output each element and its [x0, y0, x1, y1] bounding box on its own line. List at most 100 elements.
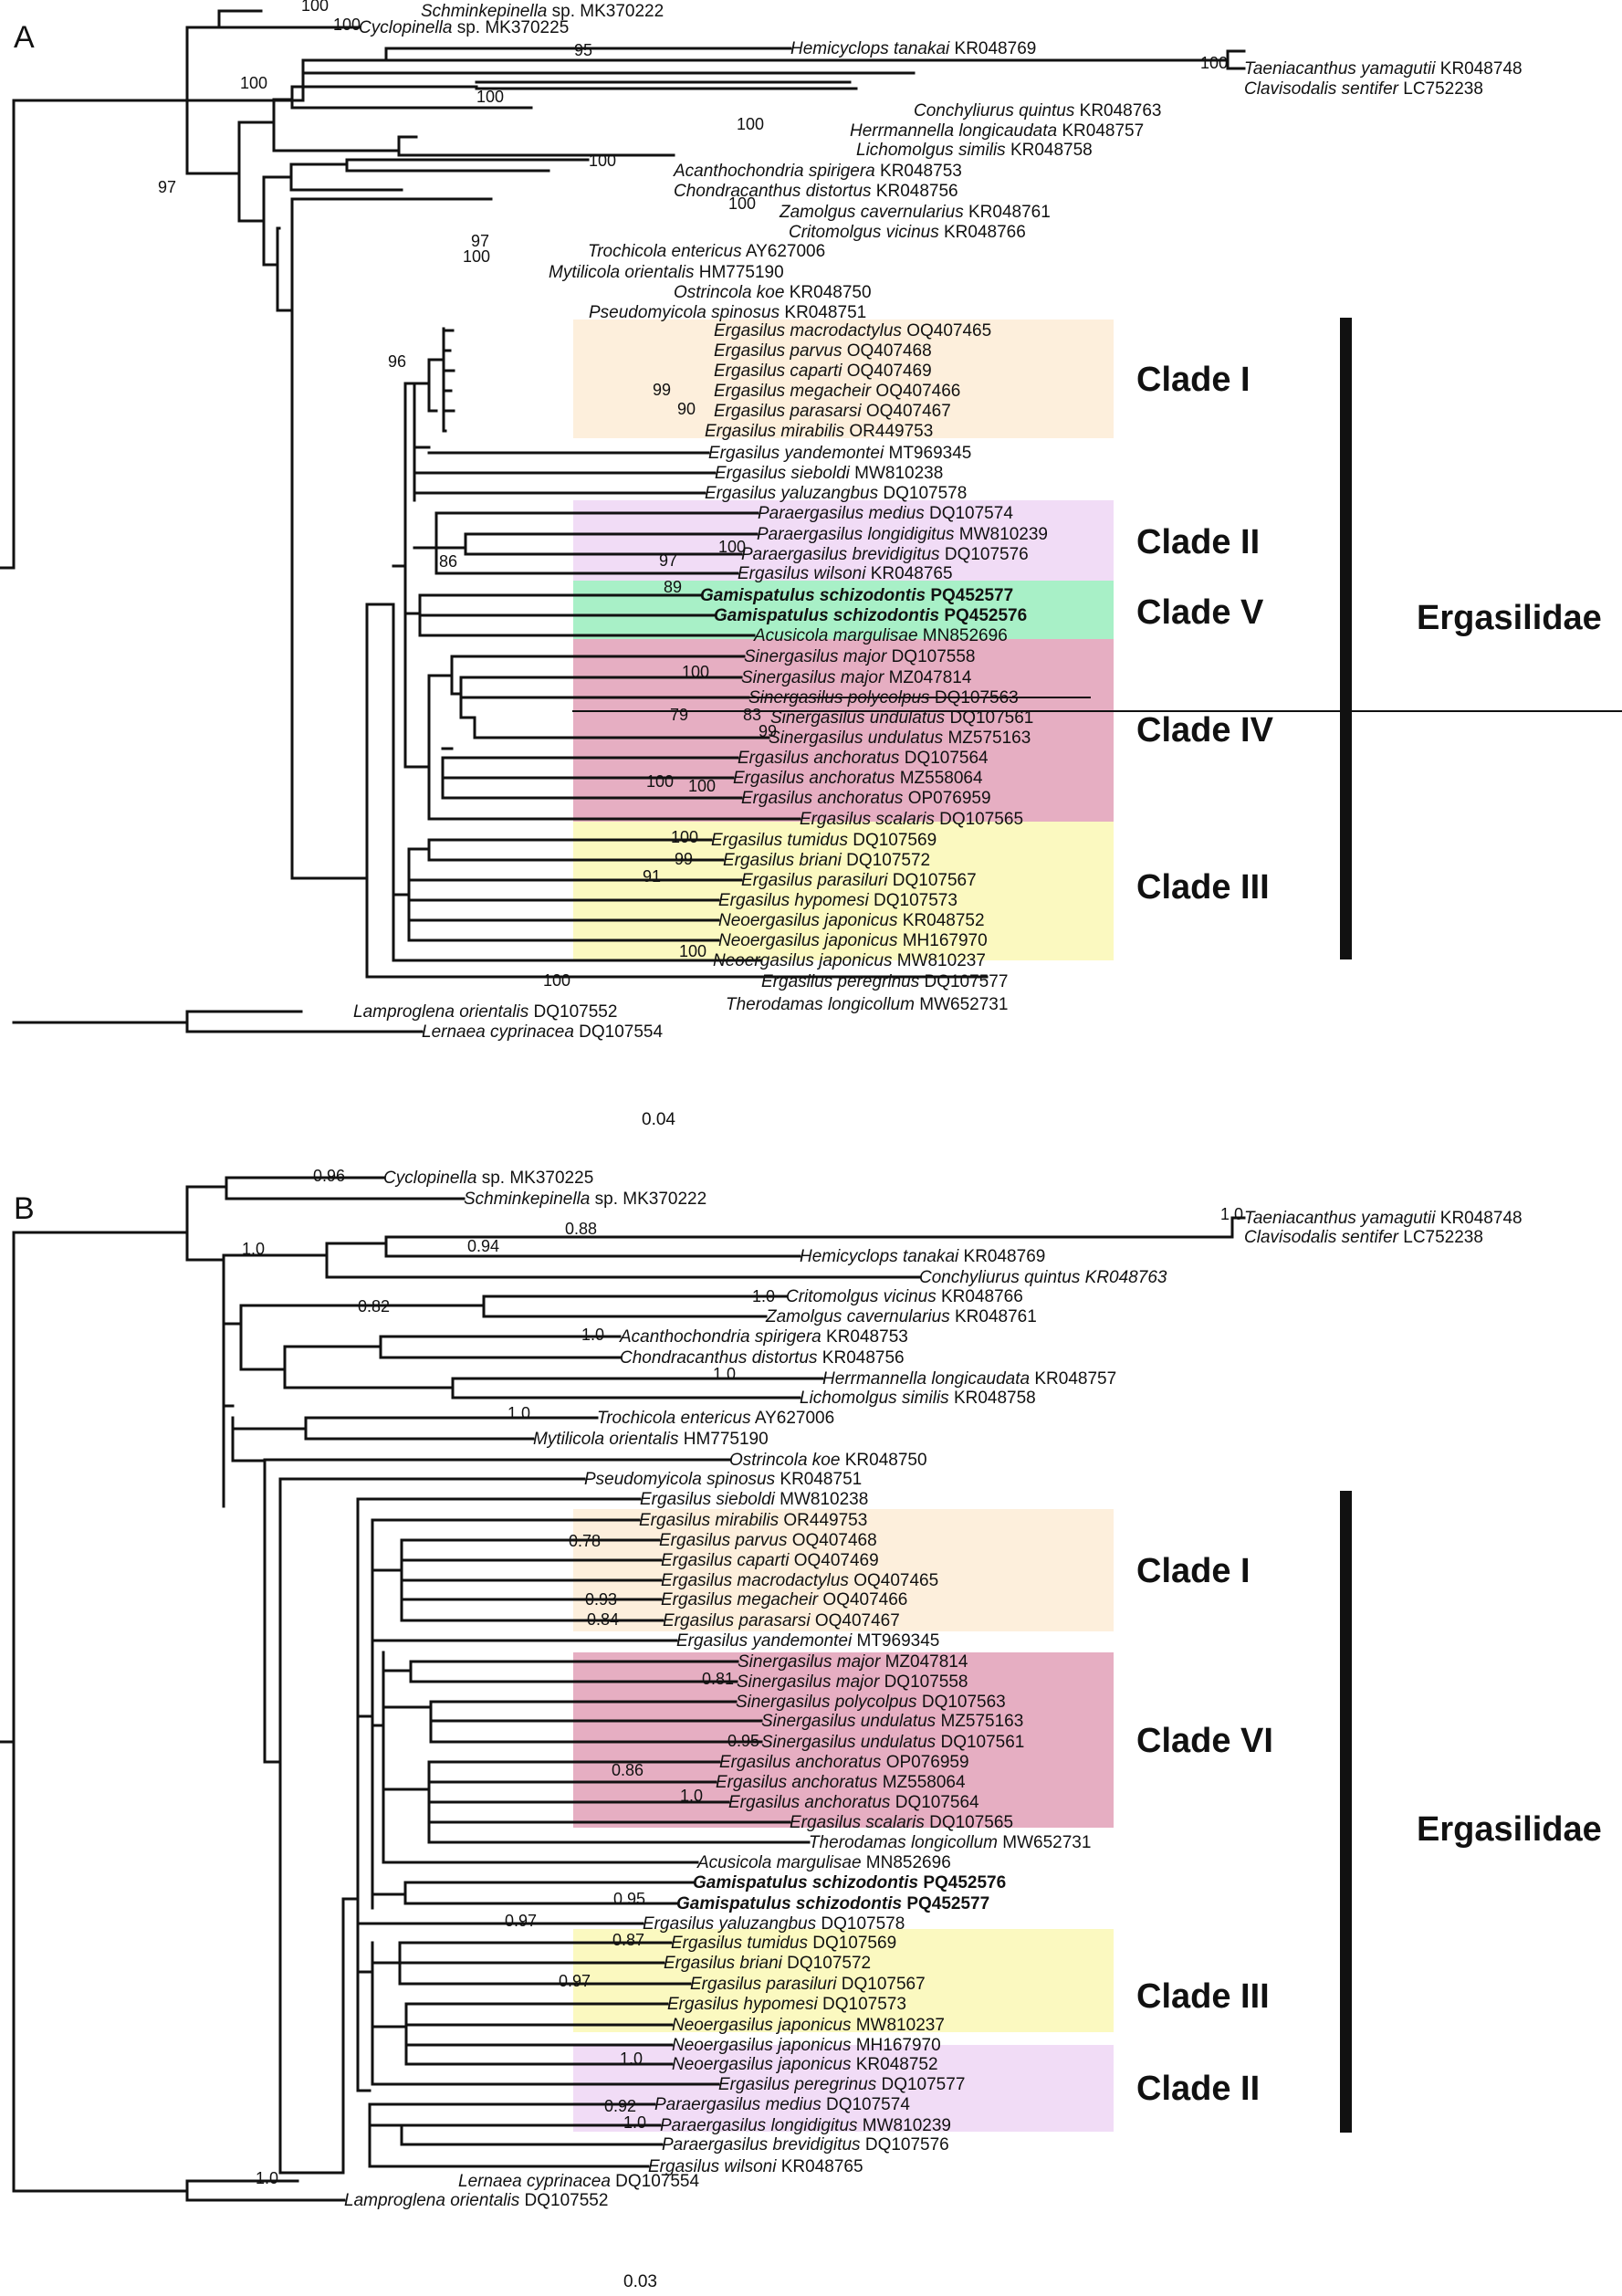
support-value: 1.0 [713, 1365, 736, 1383]
support-value: 99 [675, 850, 693, 868]
taxon-label: Critomolgus vicinus KR048766 [786, 1287, 1023, 1306]
taxon-label: Acanthochondria spirigera KR048753 [673, 162, 962, 181]
taxon-label: Gamispatulus schizodontis PQ452577 [676, 1894, 989, 1913]
support-value: 100 [728, 194, 756, 213]
taxon-label: Neoergasilus japonicus MH167970 [718, 931, 988, 950]
support-value: 100 [646, 772, 674, 791]
support-value: 86 [439, 552, 457, 571]
support-value: 95 [574, 41, 592, 59]
taxon-label: Ergasilus hypomesi DQ107573 [718, 891, 958, 910]
taxon-label: Ergasilus anchoratus DQ107564 [738, 749, 989, 768]
taxon-label: Sinergasilus undulatus DQ107561 [770, 708, 1033, 728]
taxon-label: Sinergasilus undulatus MZ575163 [769, 729, 1031, 748]
taxon-label: Chondracanthus distortus KR048756 [620, 1348, 905, 1368]
support-value: 1.0 [508, 1404, 530, 1422]
support-value: 1.0 [242, 1240, 265, 1258]
tree-labels: Schminkepinella sp. MK370222Cyclopinella… [14, 0, 1622, 2291]
support-value: 97 [659, 551, 677, 570]
taxon-label: Sinergasilus major DQ107558 [737, 1672, 968, 1692]
support-value: 0.97 [505, 1912, 537, 1930]
taxon-label: Ergasilus sieboldi MW810238 [640, 1490, 868, 1509]
clade-highlight-clade-iv [573, 639, 1114, 822]
taxon-label: Sinergasilus major DQ107558 [744, 647, 975, 666]
taxon-label: Critomolgus vicinus KR048766 [789, 223, 1026, 242]
support-value: 91 [643, 867, 661, 886]
support-value: 0.87 [612, 1931, 644, 1949]
taxon-label: Herrmannella longicaudata KR048757 [850, 121, 1144, 141]
taxon-label: Lernaea cyprinacea DQ107554 [458, 2172, 700, 2191]
support-value: 100 [679, 942, 706, 960]
taxon-label: Ergasilus tumidus DQ107569 [671, 1934, 896, 1953]
taxon-label: Neoergasilus japonicus MW810237 [672, 2016, 945, 2035]
support-value: 96 [388, 352, 406, 371]
taxon-label: Gamispatulus schizodontis PQ452576 [714, 606, 1027, 625]
clade-highlight-clade-i [573, 320, 1114, 438]
taxon-label: Ergasilus parasiluri DQ107567 [690, 1975, 926, 1994]
clade-highlight-clade-iii [573, 822, 1114, 960]
support-value: 97 [158, 178, 176, 196]
taxon-label: Ergasilus peregrinus DQ107577 [761, 972, 1008, 991]
taxon-label: Ergasilus anchoratus MZ558064 [716, 1773, 966, 1792]
taxon-label: Ergasilus briani DQ107572 [723, 851, 930, 870]
taxon-label: Ergasilus anchoratus MZ558064 [733, 769, 983, 788]
taxon-label: Acusicola margulisae MN852696 [753, 626, 1008, 645]
taxon-label: Ergasilus macrodactylus OQ407465 [661, 1571, 938, 1590]
background-layer [573, 320, 1114, 2132]
taxon-label: Neoergasilus japonicus KR048752 [672, 2055, 938, 2074]
support-value: 100 [589, 152, 616, 170]
taxon-label: Pseudomyicola spinosus KR048751 [584, 1470, 862, 1489]
support-value: 1.0 [256, 2169, 278, 2187]
taxon-label: Sinergasilus undulatus DQ107561 [761, 1733, 1024, 1752]
taxon-label: Hemicyclops tanakai KR048769 [800, 1247, 1045, 1266]
taxon-label: Neoergasilus japonicus MH167970 [672, 2036, 941, 2055]
taxon-label: Therodamas longicollum MW652731 [809, 1833, 1091, 1852]
taxon-label: Cyclopinella sp. MK370225 [359, 18, 569, 37]
taxon-label: Lamproglena orientalis DQ107552 [344, 2191, 608, 2210]
panel-label: A [14, 20, 35, 55]
taxon-label: Ergasilus mirabilis OR449753 [705, 422, 933, 441]
taxon-label: Therodamas longicollum MW652731 [726, 995, 1008, 1014]
support-value: 100 [476, 88, 504, 106]
support-value: 100 [718, 538, 746, 556]
taxon-label: Lernaea cyprinacea DQ107554 [422, 1022, 664, 1042]
support-value: 0.94 [467, 1237, 499, 1255]
taxon-label: Ergasilus yaluzangbus DQ107578 [705, 484, 967, 503]
clade-label: Clade V [1136, 593, 1264, 632]
taxon-label: Chondracanthus distortus KR048756 [674, 182, 958, 201]
taxon-label: Paraergasilus brevidigitus DQ107576 [741, 545, 1029, 564]
taxon-label: Ergasilus yandemontei MT969345 [676, 1631, 939, 1651]
support-value: 0.81 [702, 1670, 734, 1688]
taxon-label: Mytilicola orientalis HM775190 [533, 1430, 769, 1449]
taxon-label: Ergasilus parasarsi OQ407467 [714, 402, 951, 421]
support-value: 100 [463, 247, 490, 266]
family-label: Ergasilidae [1417, 599, 1602, 637]
support-value: 100 [543, 971, 570, 990]
taxon-label: Clavisodalis sentifer LC752238 [1244, 79, 1483, 99]
taxon-label: Ergasilus briani DQ107572 [664, 1954, 871, 1973]
clade-label: Clade VI [1136, 1722, 1273, 1760]
support-value: 83 [743, 706, 761, 724]
taxon-label: Acanthochondria spirigera KR048753 [619, 1327, 908, 1347]
taxon-label: Ergasilus peregrinus DQ107577 [718, 2075, 965, 2094]
taxon-label: Sinergasilus polycolpus DQ107563 [736, 1693, 1006, 1712]
taxon-label: Ostrincola koe KR048750 [729, 1451, 927, 1470]
scale-bar-label: 0.04 [642, 1110, 675, 1129]
taxon-label: Gamispatulus schizodontis PQ452576 [693, 1873, 1006, 1892]
support-value: 1.0 [623, 2113, 646, 2132]
support-value: 0.82 [358, 1297, 390, 1316]
taxon-label: Hemicyclops tanakai KR048769 [790, 39, 1036, 58]
clade-highlight-clade-iii [573, 1929, 1114, 2032]
clade-label: Clade I [1136, 361, 1251, 399]
support-value: 0.96 [313, 1167, 345, 1185]
taxon-label: Pseudomyicola spinosus KR048751 [589, 303, 866, 322]
taxon-label: Conchyliurus quintus KR048763 [914, 101, 1161, 121]
support-value: 100 [1200, 54, 1228, 72]
support-value: 99 [759, 722, 777, 740]
taxon-label: Lichomolgus similis KR048758 [856, 141, 1093, 160]
clade-label: Clade I [1136, 1552, 1251, 1590]
taxon-label: Ergasilus yandemontei MT969345 [708, 444, 971, 463]
support-value: 0.97 [559, 1972, 591, 1990]
family-label: Ergasilidae [1417, 1810, 1602, 1849]
family-bracket-bar [1340, 318, 1352, 959]
scale-bar-label: 0.03 [623, 2272, 657, 2291]
